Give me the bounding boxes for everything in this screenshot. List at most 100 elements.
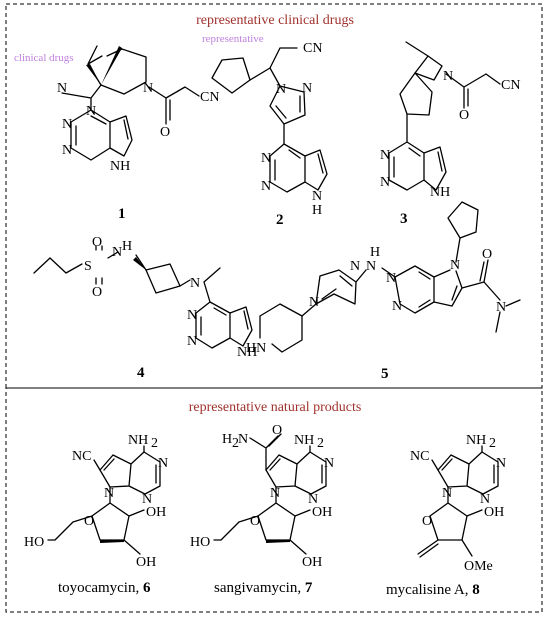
atom-oh: OH xyxy=(312,505,332,520)
ghost-text-clinical-drugs: clinical drugs xyxy=(14,52,74,64)
ghost-text-representative: representative xyxy=(202,33,264,45)
atom-n: N xyxy=(312,189,322,204)
natural-products-frame xyxy=(5,387,543,613)
atom-n: N xyxy=(57,81,67,96)
atom-n: N xyxy=(86,104,96,119)
atom-n: N xyxy=(187,334,197,349)
compound-8-number: 8 xyxy=(472,582,480,598)
atom-n: N xyxy=(62,117,72,132)
atom-oh: OH xyxy=(146,505,166,520)
atom-n: N xyxy=(443,69,453,84)
atom-subscript-2: 2 xyxy=(151,436,158,451)
atom-n: N xyxy=(380,175,390,190)
atom-h: H xyxy=(312,203,322,218)
atom-n: N xyxy=(142,492,152,507)
atom-n: N xyxy=(450,258,460,273)
compound-8-structure xyxy=(417,445,499,558)
compound-5-number: 5 xyxy=(381,366,389,382)
atom-hn: HN xyxy=(246,341,266,356)
atom-ome: OMe xyxy=(464,559,493,574)
compound-6-label: toyocamycin, 6 xyxy=(58,580,151,596)
atom-nh2: NH xyxy=(466,433,486,448)
atom-subscript-2: 2 xyxy=(317,436,324,451)
atom-oh: OH xyxy=(484,505,504,520)
atom-s: S xyxy=(84,259,92,274)
atom-n: N xyxy=(309,295,319,310)
atom-nh: NH xyxy=(110,159,130,174)
atom-o: O xyxy=(92,235,102,250)
atom-n: N xyxy=(324,456,334,471)
atom-o: O xyxy=(250,514,260,529)
atom-nh: NH xyxy=(430,185,450,200)
clinical-title-bg xyxy=(170,8,378,30)
atom-h: H xyxy=(122,239,132,254)
atom-n: N xyxy=(386,271,396,286)
atom-cn: CN xyxy=(501,78,520,93)
atom-n: N xyxy=(442,486,452,501)
atom-n: N xyxy=(187,308,197,323)
atom-n: N xyxy=(62,143,72,158)
atom-ho: HO xyxy=(24,535,44,550)
atom-n: N xyxy=(302,81,312,96)
compound-4-structure xyxy=(33,245,253,349)
atom-nh2: NH xyxy=(294,433,314,448)
natural-section-title: representative natural products xyxy=(189,400,362,415)
atom-o: O xyxy=(160,125,170,140)
atom-cn: CN xyxy=(303,41,322,56)
compound-7-label: sangivamycin, 7 xyxy=(214,580,313,596)
compound-2-number: 2 xyxy=(276,212,284,228)
atom-n: N xyxy=(270,486,280,501)
compound-3-structure xyxy=(388,41,501,191)
atom-n: N xyxy=(480,492,490,507)
atom-nh: N xyxy=(366,259,376,274)
atom-n: N xyxy=(104,486,114,501)
compound-2-structure xyxy=(211,47,328,193)
compound-4-number: 4 xyxy=(137,365,145,381)
atom-h2n: H xyxy=(222,432,232,447)
atom-nh: NH xyxy=(237,345,257,360)
compound-7-structure xyxy=(213,433,327,555)
atom-n: N xyxy=(276,82,286,97)
compound-7-number: 7 xyxy=(305,580,313,596)
clinical-drugs-frame xyxy=(5,3,543,389)
atom-ho: HO xyxy=(190,535,210,550)
compound-3-number: 3 xyxy=(400,211,408,227)
atom-n: N xyxy=(158,456,168,471)
compound-8-name: mycalisine A, xyxy=(386,582,472,598)
atom-n: N xyxy=(143,81,153,96)
compound-7-name: sangivamycin, xyxy=(214,580,305,596)
compound-6-number: 6 xyxy=(143,580,151,596)
atom-n: N xyxy=(392,299,402,314)
atom-n: N xyxy=(496,456,506,471)
atom-o: O xyxy=(92,285,102,300)
atom-subscript-2: 2 xyxy=(232,436,239,451)
atom-n: N xyxy=(238,432,248,447)
compound-6-name: toyocamycin, xyxy=(58,580,143,596)
compound-1-number: 1 xyxy=(118,206,126,222)
compound-1-structure xyxy=(61,45,200,161)
atom-nh2: NH xyxy=(128,433,148,448)
compound-8-label: mycalisine A, 8 xyxy=(386,582,480,598)
atom-n: N xyxy=(190,276,200,291)
atom-oh: OH xyxy=(136,555,156,570)
atom-o: O xyxy=(272,423,282,438)
atom-o: O xyxy=(482,247,492,262)
atom-h: H xyxy=(370,245,380,260)
atom-n: N xyxy=(261,179,271,194)
atom-subscript-2: 2 xyxy=(489,436,496,451)
atom-cn: CN xyxy=(200,90,219,105)
atom-o: O xyxy=(422,514,432,529)
atom-nc: NC xyxy=(410,449,429,464)
atom-o: O xyxy=(459,108,469,123)
atom-nh: N xyxy=(112,245,122,260)
atom-nc: NC xyxy=(72,449,91,464)
atom-n: N xyxy=(496,300,506,315)
atom-n: N xyxy=(308,492,318,507)
compound-6-structure xyxy=(47,445,161,555)
atom-oh: OH xyxy=(302,555,322,570)
atom-n: N xyxy=(380,148,390,163)
atom-n: N xyxy=(350,259,360,274)
atom-n: N xyxy=(261,151,271,166)
atom-o: O xyxy=(84,514,94,529)
